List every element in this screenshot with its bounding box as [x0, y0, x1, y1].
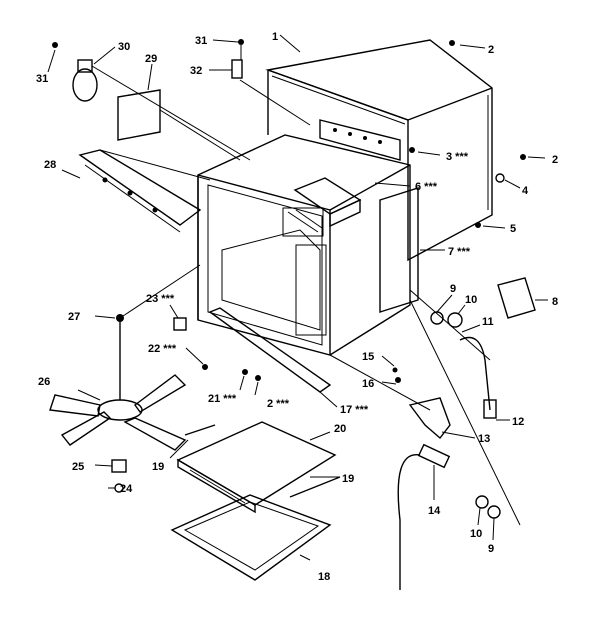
callout-12: 12	[512, 416, 524, 428]
callout-2c: 2 ***	[267, 398, 290, 410]
callout-25: 25	[72, 461, 84, 473]
callout-10b: 10	[470, 528, 482, 540]
callout-labels: 1 2 2 2 *** 3 *** 4 5 6 *** 7 *** 8 9 9 …	[36, 31, 558, 583]
callout-11: 11	[482, 316, 494, 328]
callout-1: 1	[272, 31, 278, 43]
left-rail	[184, 424, 216, 436]
callout-19a: 19	[152, 461, 164, 473]
callout-29: 29	[145, 53, 157, 65]
callout-8: 8	[552, 296, 558, 308]
side-rail	[208, 307, 332, 393]
callout-6: 6 ***	[415, 181, 438, 193]
callout-15: 15	[362, 351, 374, 363]
lamp	[52, 42, 251, 161]
callout-9b: 9	[488, 543, 494, 555]
callout-13: 13	[478, 433, 490, 445]
callout-2a: 2	[488, 44, 494, 56]
rear-panel	[78, 149, 202, 233]
outer-cabinet	[265, 39, 493, 262]
fan-hub	[111, 459, 127, 473]
callout-2b: 2	[552, 154, 558, 166]
oven-shelf	[176, 421, 337, 514]
screw-22	[202, 364, 208, 370]
leader-lines	[47, 34, 548, 561]
screw-21	[242, 369, 248, 375]
callout-23: 23 ***	[146, 293, 175, 305]
oven-cavity	[197, 119, 419, 356]
screw-2c	[255, 375, 261, 381]
nut-10-upper	[447, 312, 463, 328]
callout-26: 26	[38, 376, 50, 388]
stirrer-fan	[49, 314, 187, 451]
callout-28: 28	[44, 159, 56, 171]
callout-21: 21 ***	[208, 393, 237, 405]
callout-32: 32	[190, 65, 202, 77]
door-bracket	[408, 397, 451, 440]
washer-9-lower	[487, 505, 501, 519]
temperature-probe	[397, 443, 451, 590]
callout-4: 4	[522, 185, 529, 197]
screw-15	[392, 367, 398, 373]
callout-18: 18	[318, 571, 330, 583]
cover-plate	[117, 89, 161, 141]
callout-22: 22 ***	[148, 343, 177, 355]
guide-lines	[99, 109, 521, 526]
callout-7: 7 ***	[448, 246, 471, 258]
grommet-4	[495, 173, 505, 183]
nut-10-lower	[475, 495, 489, 509]
filter-pad	[497, 277, 536, 319]
callout-27: 27	[68, 311, 80, 323]
callout-14: 14	[428, 505, 441, 517]
top-bracket	[231, 39, 311, 126]
screw-2b	[520, 154, 526, 160]
callout-31b: 31	[195, 35, 207, 47]
callout-9a: 9	[450, 283, 456, 295]
callout-5: 5	[510, 223, 516, 235]
screw-16	[395, 377, 401, 383]
callout-30: 30	[118, 41, 130, 53]
screw-2a	[449, 40, 455, 46]
screw-3	[409, 147, 415, 153]
callout-10a: 10	[465, 294, 477, 306]
connector-12	[483, 399, 497, 419]
callout-3: 3 ***	[446, 151, 469, 163]
screw-5	[475, 222, 481, 228]
callout-19b: 19	[342, 473, 354, 485]
right-rail	[289, 476, 341, 498]
callout-17: 17 ***	[340, 404, 369, 416]
oven-tray	[170, 494, 332, 581]
wire-harness	[459, 336, 491, 411]
callout-24: 24	[120, 483, 133, 495]
callout-16: 16	[362, 378, 374, 390]
clip-23	[173, 317, 187, 331]
callout-20: 20	[334, 423, 346, 435]
callout-31a: 31	[36, 73, 48, 85]
